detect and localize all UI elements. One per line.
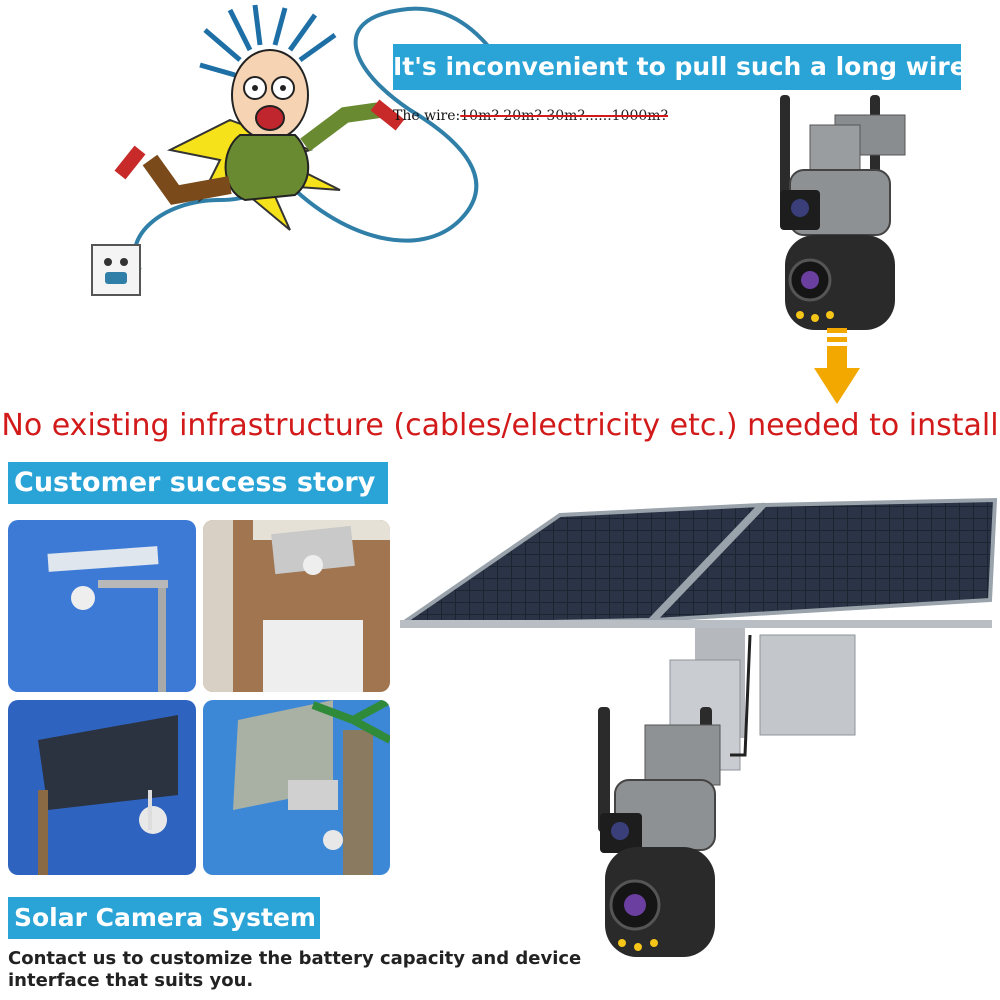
customer-success-story-title: Customer success story bbox=[8, 462, 388, 504]
success-photo-solar-pole bbox=[8, 700, 196, 875]
success-photo-building-camera bbox=[203, 520, 390, 692]
wire-lengths-struck: 10m? 20m? 30m?......1000m? bbox=[460, 108, 669, 124]
solar-camera-system-title: Solar Camera System bbox=[8, 897, 320, 939]
contact-customization-text: Contact us to customize the battery capa… bbox=[8, 948, 582, 991]
success-photo-palm-tree bbox=[203, 700, 390, 875]
solar-camera-system-image bbox=[400, 497, 998, 957]
wire-label: The wire: bbox=[393, 108, 461, 124]
wire-length-note: The wire:10m? 20m? 30m?......1000m? bbox=[393, 108, 668, 124]
success-photo-pole-camera bbox=[8, 520, 196, 692]
no-infrastructure-headline: No existing infrastructure (cables/elect… bbox=[1, 408, 999, 443]
electrocuted-man-illustration bbox=[91, 4, 500, 296]
down-arrow-icon bbox=[814, 328, 860, 404]
ptz-camera-top bbox=[780, 95, 906, 330]
inconvenient-wire-banner: It's inconvenient to pull such a long wi… bbox=[393, 44, 976, 90]
